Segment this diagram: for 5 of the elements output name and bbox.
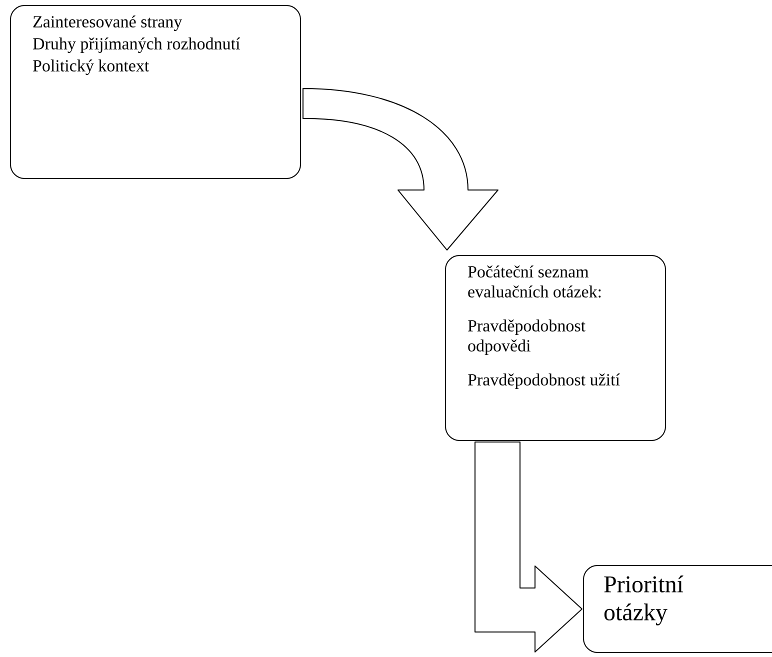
text-box: Prioritní otázky <box>583 565 772 653</box>
text-box: Počáteční seznam evaluačních otázek: Pravděpodobnost odpovědi Pravděpodobnost užití <box>445 255 666 441</box>
block-arrow <box>302 88 498 250</box>
text-box: Zainteresované strany Druhy přijímaných rozhodnutí Politický kontext <box>10 5 301 179</box>
block-arrow <box>474 442 582 652</box>
